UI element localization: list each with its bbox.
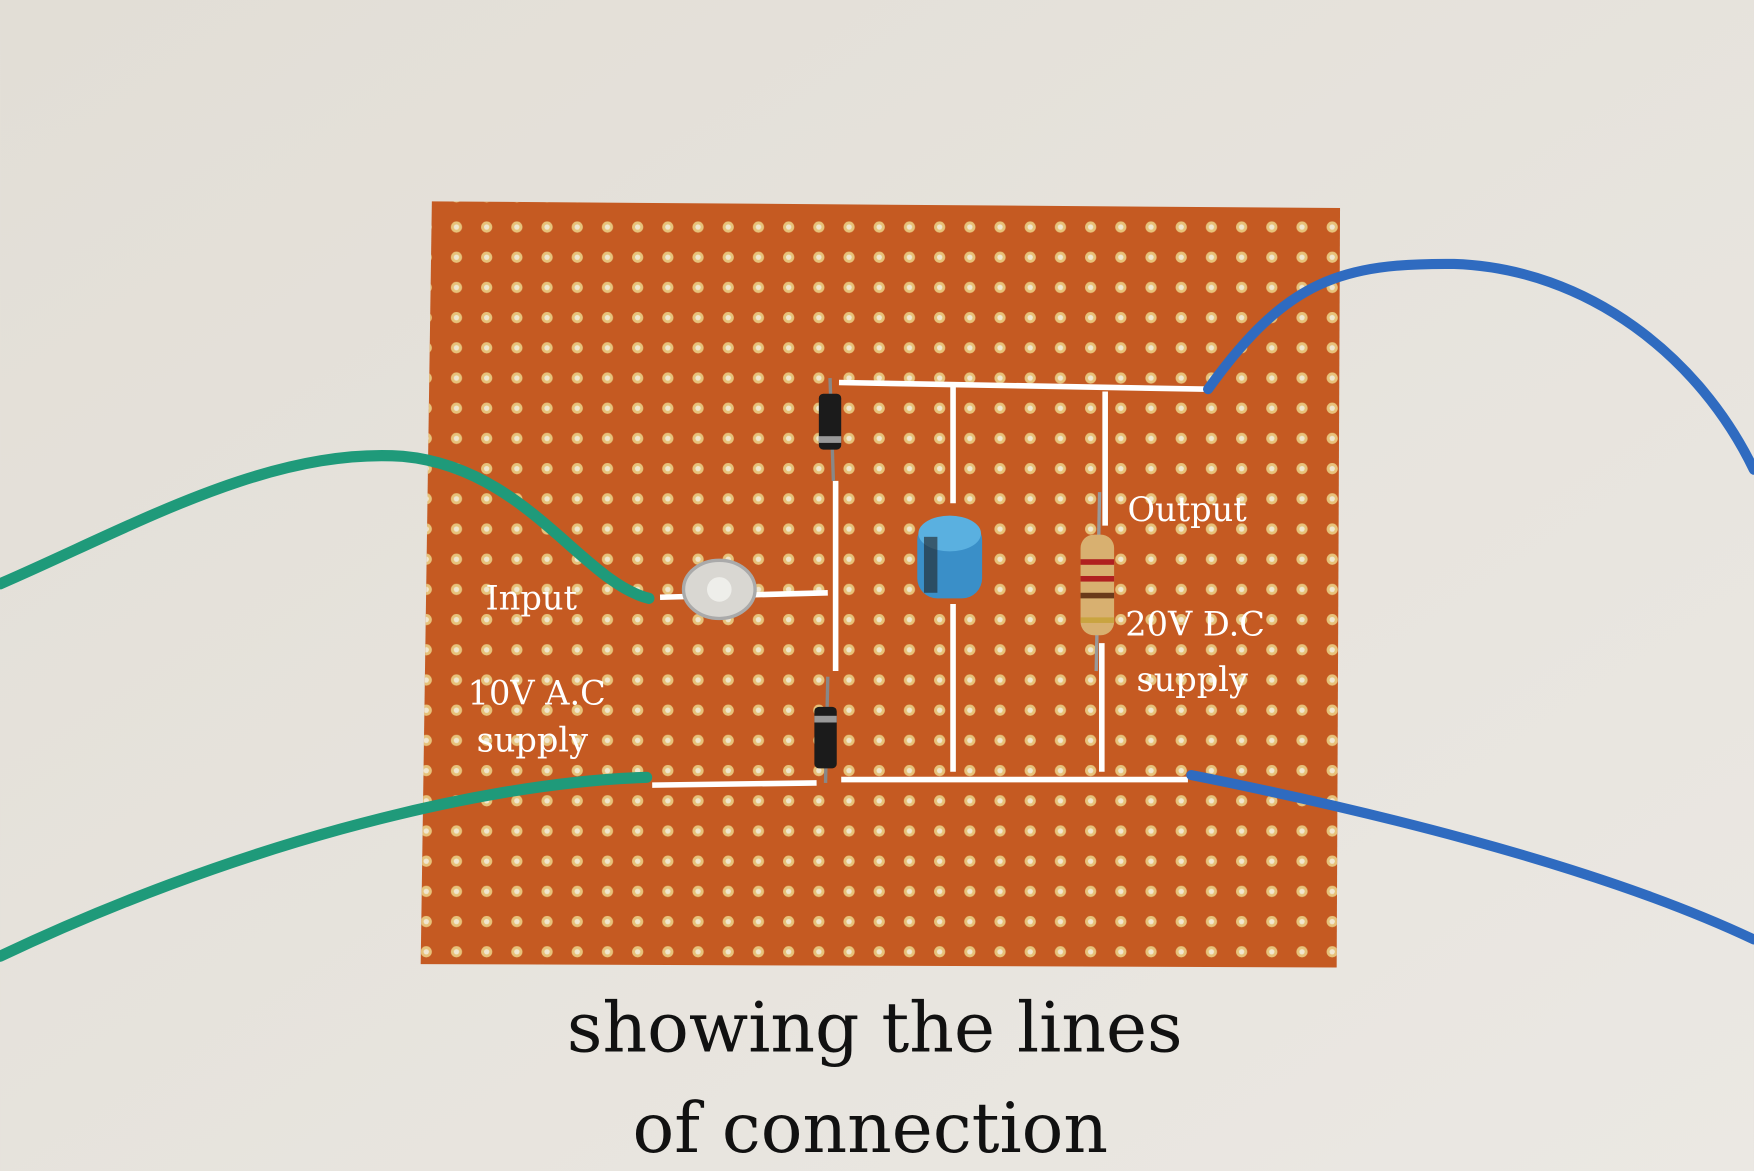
electrolytic-capacitor: [917, 515, 983, 599]
caption-line-1: showing the lines: [567, 988, 1183, 1068]
label-dc-voltage: 20V D.C: [1125, 604, 1265, 643]
label-input: Input: [486, 579, 578, 618]
capacitor-input: [681, 558, 757, 621]
resistor: [1080, 492, 1115, 672]
label-ac-voltage: 10V A.C: [468, 674, 606, 713]
label-output: Output: [1128, 490, 1248, 529]
wires: [0, 258, 1754, 962]
green-wire-input: [0, 450, 655, 604]
label-dc-supply: supply: [1136, 660, 1247, 699]
green-wire-supply: [0, 771, 653, 962]
diode-top: [818, 377, 842, 481]
connection-lines: [652, 379, 1209, 788]
blue-wire-supply: [1186, 770, 1754, 945]
caption-line-2: of connection: [632, 1089, 1108, 1169]
diode-bottom: [814, 676, 837, 783]
blue-wire-output: [1203, 258, 1754, 475]
label-ac-supply: supply: [477, 721, 588, 760]
